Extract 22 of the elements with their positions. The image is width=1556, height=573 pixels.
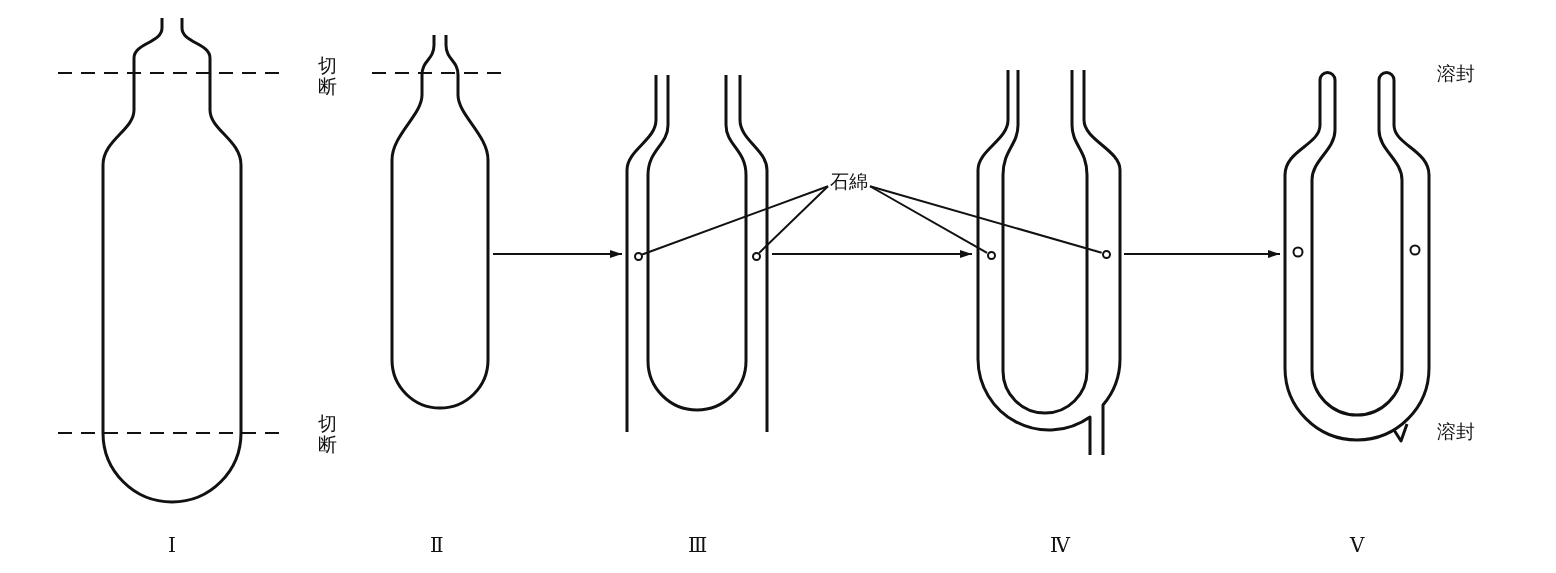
figure-numeral: Ⅱ xyxy=(430,535,444,555)
small-circle xyxy=(1101,249,1111,259)
figure-numeral: Ⅴ xyxy=(1350,535,1365,555)
figure-numeral: Ⅰ xyxy=(168,535,176,555)
arrow xyxy=(492,250,623,258)
leader-line xyxy=(869,185,1103,254)
glass-vessel-drawing xyxy=(100,15,245,505)
arrow xyxy=(771,250,973,258)
figure-numeral: Ⅳ xyxy=(1050,535,1070,555)
glass-vessel-drawing xyxy=(388,32,493,412)
leader-line xyxy=(869,185,989,254)
callout-label: 石綿 xyxy=(830,172,868,191)
small-circle xyxy=(986,250,996,260)
annotation-text: 切断 xyxy=(318,413,338,455)
annotation-text: 切断 xyxy=(318,55,338,97)
small-circle xyxy=(633,251,643,261)
annotation-text: 溶封 xyxy=(1437,64,1475,83)
leader-line xyxy=(641,185,829,256)
arrow xyxy=(1123,250,1281,258)
figure-numeral: Ⅲ xyxy=(688,535,708,555)
small-circle xyxy=(751,251,761,261)
leader-line xyxy=(758,185,829,254)
